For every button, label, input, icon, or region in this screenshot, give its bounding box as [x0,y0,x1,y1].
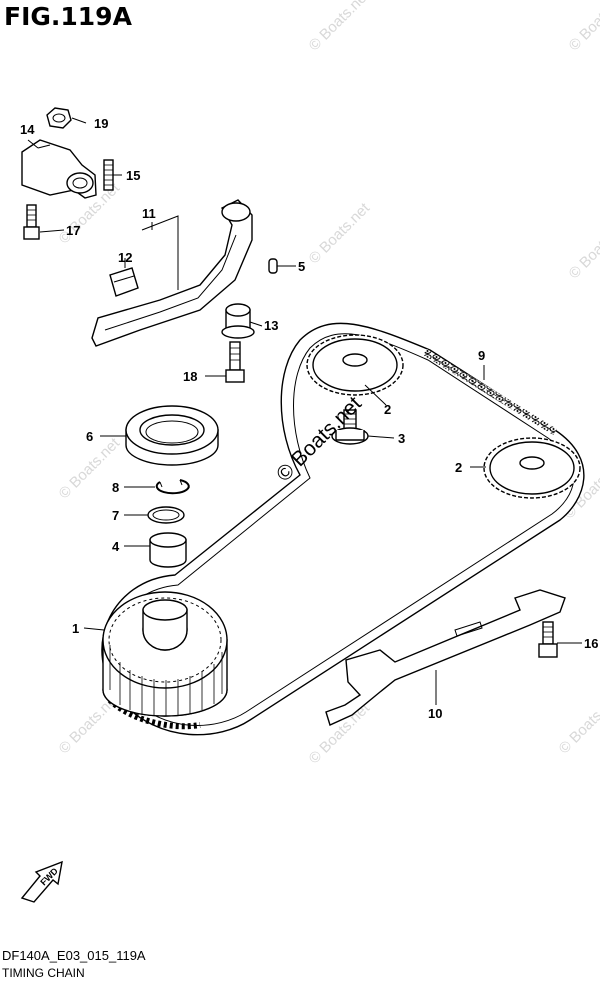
spacer [149,532,187,568]
arm-bolt [225,341,245,383]
callout-6: 6 [86,429,93,444]
o-ring [147,506,185,524]
tensioner-bolt [23,204,40,240]
callout-11: 11 [142,206,156,221]
callout-1: 1 [72,621,79,636]
pin [268,258,278,274]
callout-5: 5 [298,259,305,274]
callout-15: 15 [126,168,140,183]
circlip [155,479,190,495]
callout-19: 19 [94,116,108,131]
callout-3: 3 [398,431,405,446]
camshaft-sprocket [306,334,404,396]
chain-tensioner [21,139,97,199]
callout-8: 8 [112,480,119,495]
crankshaft-timing-gear [102,591,228,717]
callout-10: 10 [428,706,442,721]
stud [103,159,114,191]
tensioner-pad [109,267,139,297]
camshaft-sprocket [483,437,581,499]
callout-4: 4 [112,539,120,554]
callout-12: 12 [118,250,132,265]
callout-9: 9 [478,348,485,363]
chain-guide [325,589,566,726]
collar [221,303,255,339]
fwd-arrow-icon: FWD [20,860,63,903]
nut [46,107,72,129]
callout-2: 2 [455,460,462,475]
callout-18: 18 [183,369,197,384]
tensioner-arm [91,199,253,347]
callout-14: 14 [20,122,35,137]
figure-caption: TIMING CHAIN [2,966,85,980]
figure-title: FIG.119A [4,2,132,31]
leader-lines [27,117,582,705]
callout-16: 16 [584,636,598,651]
sprocket-bolt [331,409,369,445]
bearing [125,405,219,466]
callout-2: 2 [384,402,391,417]
model-code: DF140A_E03_015_119A [2,948,146,963]
callout-17: 17 [66,223,80,238]
guide-bolt [538,621,558,658]
callout-7: 7 [112,508,119,523]
callout-13: 13 [264,318,278,333]
